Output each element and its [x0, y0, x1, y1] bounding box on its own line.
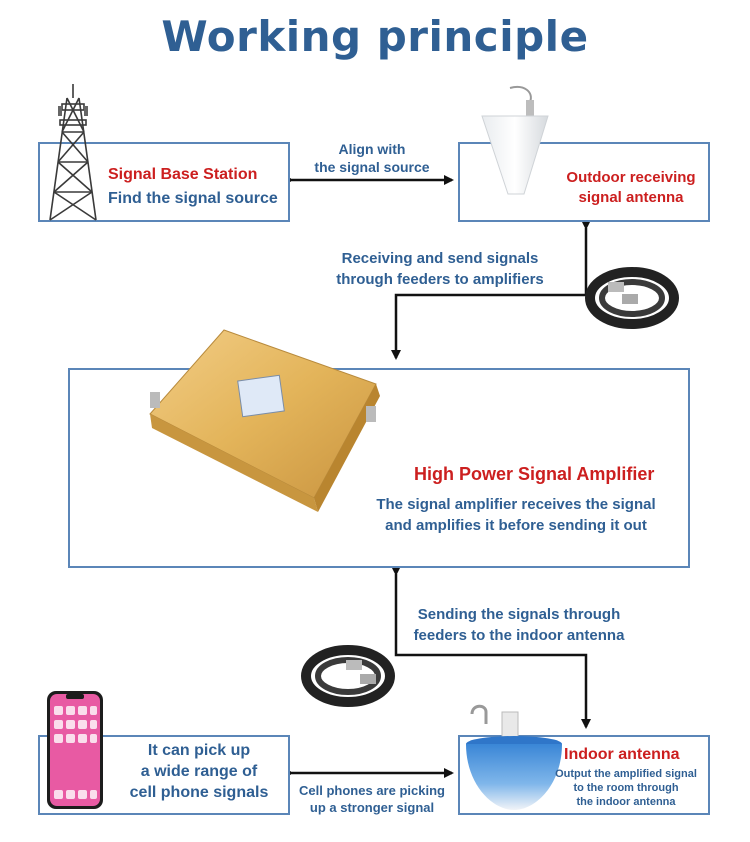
amplifier-name: High Power Signal Amplifier	[414, 464, 655, 484]
send-label-line2: feeders to the indoor antenna	[413, 627, 625, 644]
outdoor-antenna-name-line2: signal antenna	[578, 189, 684, 206]
receive-label-line2: through feeders to amplifiers	[336, 271, 544, 288]
phone-box-line2: a wide range of	[140, 763, 258, 780]
outdoor-antenna-box	[458, 142, 710, 222]
outdoor-antenna-name-line1: Outdoor receiving	[566, 169, 696, 186]
phone-box-line3: cell phone signals	[129, 784, 269, 801]
indoor-antenna-icon	[466, 704, 562, 810]
feeder-to-amplifier-arrow	[391, 220, 591, 360]
tower-icon	[49, 84, 97, 221]
phone-label: Cell phones are picking up a stronger si…	[292, 782, 452, 816]
base-station-name: Signal Base Station	[108, 166, 258, 183]
amplifier-desc-line1: The signal amplifier receives the signal	[376, 496, 656, 513]
receive-label: Receiving and send signals through feede…	[300, 248, 580, 290]
phone-box-text: It can pick up a wide range of cell phon…	[110, 740, 288, 803]
send-label: Sending the signals through feeders to t…	[402, 604, 636, 646]
amplifier-desc: The signal amplifier receives the signal…	[356, 494, 676, 536]
indoor-antenna-desc-line3: the indoor antenna	[576, 796, 676, 808]
align-label-line2: the signal source	[314, 159, 430, 175]
outdoor-antenna-name: Outdoor receiving signal antenna	[552, 168, 710, 208]
phone-label-line1: Cell phones are picking	[299, 783, 445, 798]
feeder-cable-icon	[301, 645, 395, 707]
align-label: Align with the signal source	[292, 140, 452, 176]
phone-box-line1: It can pick up	[147, 742, 251, 759]
smartphone-icon	[47, 691, 103, 809]
outdoor-antenna-icon	[481, 86, 549, 195]
indoor-antenna-desc-line2: to the room through	[573, 782, 679, 794]
feeder-cable-icon	[585, 267, 679, 329]
phone-label-line2: up a stronger signal	[309, 800, 435, 815]
align-label-line1: Align with	[338, 141, 406, 157]
amplifier-desc-line2: and amplifies it before sending it out	[385, 517, 647, 534]
amplifier-device-icon	[149, 329, 380, 512]
base-station-desc: Find the signal source	[108, 190, 278, 207]
indoor-antenna-desc-line1: Output the amplified signal	[555, 768, 697, 780]
send-label-line1: Sending the signals through	[417, 606, 621, 623]
indoor-antenna-name: Indoor antenna	[564, 746, 680, 763]
feeder-to-indoor-arrow	[391, 566, 591, 729]
indoor-antenna-desc: Output the amplified signal to the room …	[546, 767, 706, 809]
receive-label-line1: Receiving and send signals	[341, 250, 539, 267]
page-title: Working principle	[161, 12, 589, 61]
